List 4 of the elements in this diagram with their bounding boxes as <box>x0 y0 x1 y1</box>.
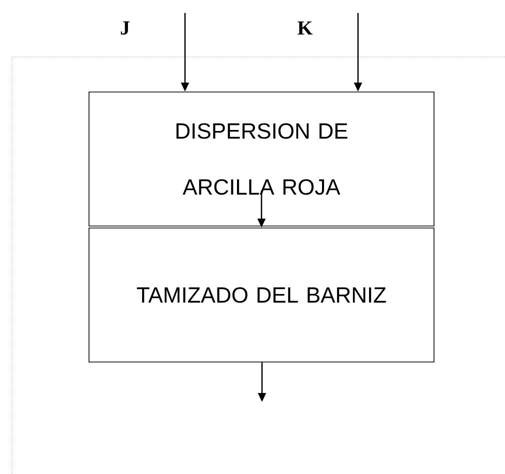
process-box: DISPERSION DE ARCILLA ROJA <box>88 92 434 226</box>
input-label: K <box>298 21 313 35</box>
process-box: TAMIZADO DEL BARNIZ <box>88 228 434 362</box>
input-label: J <box>120 21 130 35</box>
